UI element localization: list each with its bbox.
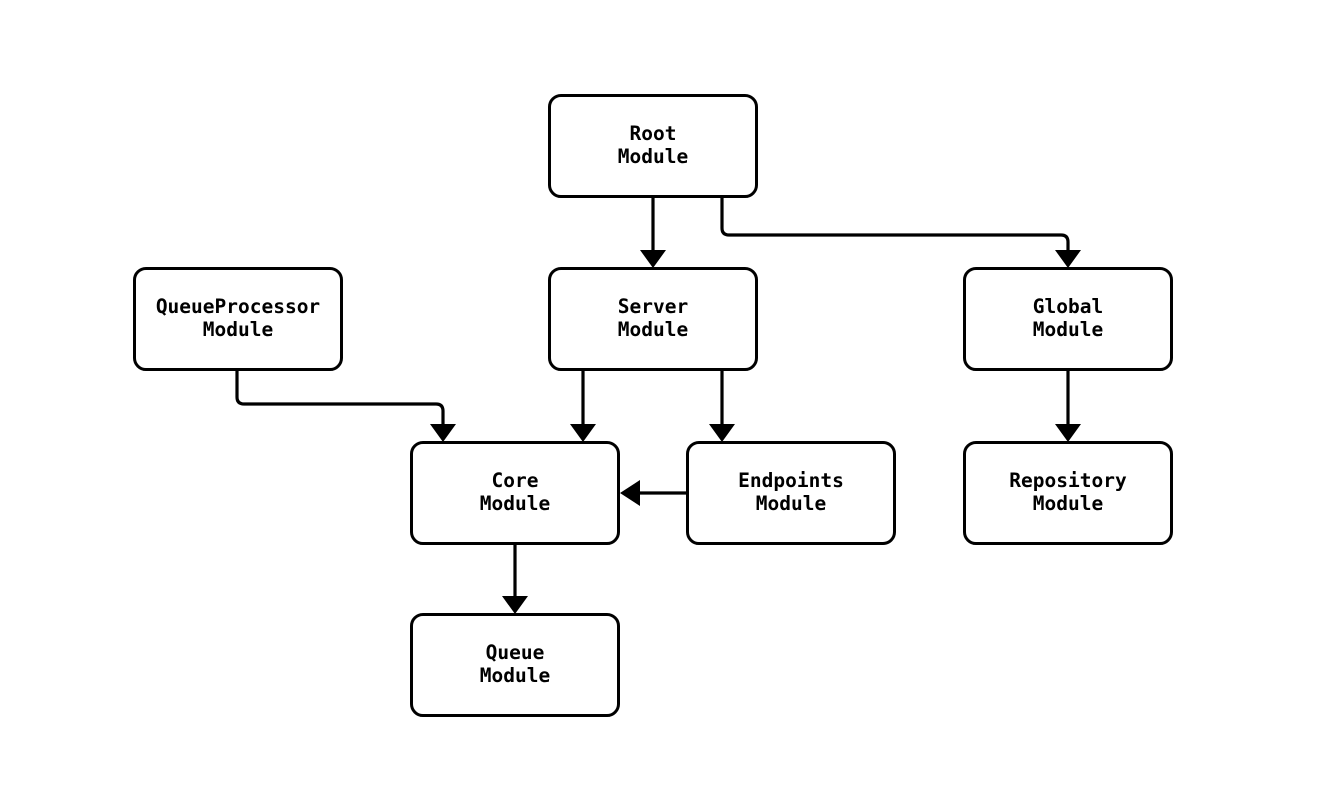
edge-root-to-global bbox=[720, 198, 1081, 268]
edge-endpoints-to-core bbox=[620, 480, 687, 506]
node-global-module[interactable]: Global Module bbox=[963, 267, 1173, 371]
node-queue-module-label: Queue Module bbox=[479, 641, 551, 687]
node-server-module[interactable]: Server Module bbox=[548, 267, 758, 371]
node-root-module[interactable]: Root Module bbox=[548, 94, 758, 198]
node-root-module-label: Root Module bbox=[617, 122, 689, 168]
node-server-module-label: Server Module bbox=[617, 295, 689, 341]
node-repository-module-label: Repository Module bbox=[1009, 469, 1127, 515]
node-queueprocessor-module-label: QueueProcessor Module bbox=[155, 295, 321, 341]
edge-global-to-repository bbox=[1055, 371, 1081, 442]
node-queue-module[interactable]: Queue Module bbox=[410, 613, 620, 717]
edge-server-to-core bbox=[570, 371, 596, 442]
node-queueprocessor-module[interactable]: QueueProcessor Module bbox=[133, 267, 343, 371]
edge-root-to-server bbox=[640, 198, 666, 268]
node-global-module-label: Global Module bbox=[1032, 295, 1104, 341]
edge-server-to-endpoints bbox=[709, 371, 735, 442]
node-core-module[interactable]: Core Module bbox=[410, 441, 620, 545]
edge-queueprocessor-to-core bbox=[235, 371, 456, 442]
node-endpoints-module[interactable]: Endpoints Module bbox=[686, 441, 896, 545]
node-core-module-label: Core Module bbox=[479, 469, 551, 515]
node-repository-module[interactable]: Repository Module bbox=[963, 441, 1173, 545]
edge-core-to-queue bbox=[502, 545, 528, 614]
node-endpoints-module-label: Endpoints Module bbox=[738, 469, 844, 515]
